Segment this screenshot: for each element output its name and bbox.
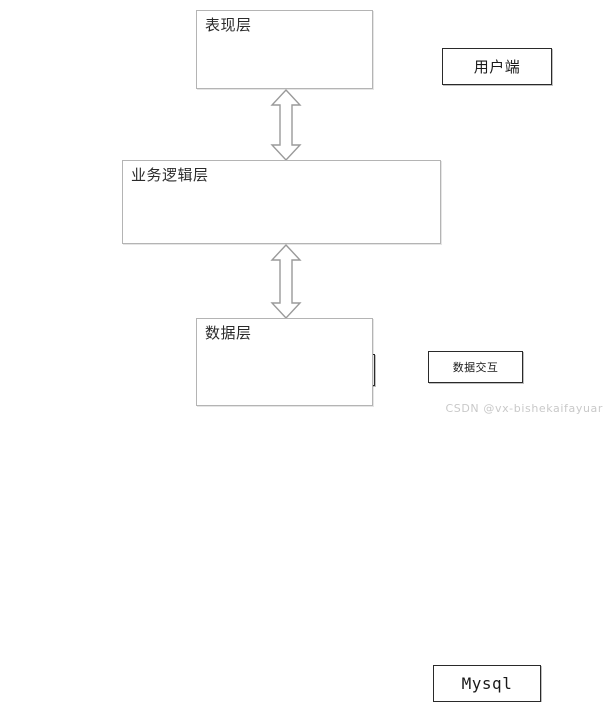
layer-box-data: 数据层 Mysql	[196, 318, 541, 702]
component-box-mysql: Mysql	[433, 665, 541, 702]
layer-title-presentation: 表现层	[205, 18, 252, 34]
connector-arrow-presentation-business	[270, 89, 302, 161]
layer-box-business: 业务逻辑层 数据处理 数据交互	[122, 160, 523, 386]
component-label-data-exchange: 数据交互	[452, 362, 499, 374]
component-box-client: 用户端	[442, 48, 552, 85]
watermark-text: CSDN @vx-bishekaifayuar	[445, 402, 603, 415]
component-label-client: 用户端	[473, 60, 521, 76]
double-headed-arrow-icon	[270, 89, 302, 161]
component-box-data-exchange: 数据交互	[428, 351, 523, 383]
diagram-canvas: 表现层 用户端 业务逻辑层 数据处理 数据交互 数据层 Mysql CSDN @…	[122, 10, 603, 702]
component-label-mysql: Mysql	[461, 674, 513, 693]
double-headed-arrow-icon	[270, 244, 302, 319]
layer-title-data: 数据层	[205, 326, 252, 342]
layer-box-presentation: 表现层 用户端	[196, 10, 552, 89]
layer-title-business: 业务逻辑层	[131, 168, 209, 184]
connector-arrow-business-data	[270, 244, 302, 319]
